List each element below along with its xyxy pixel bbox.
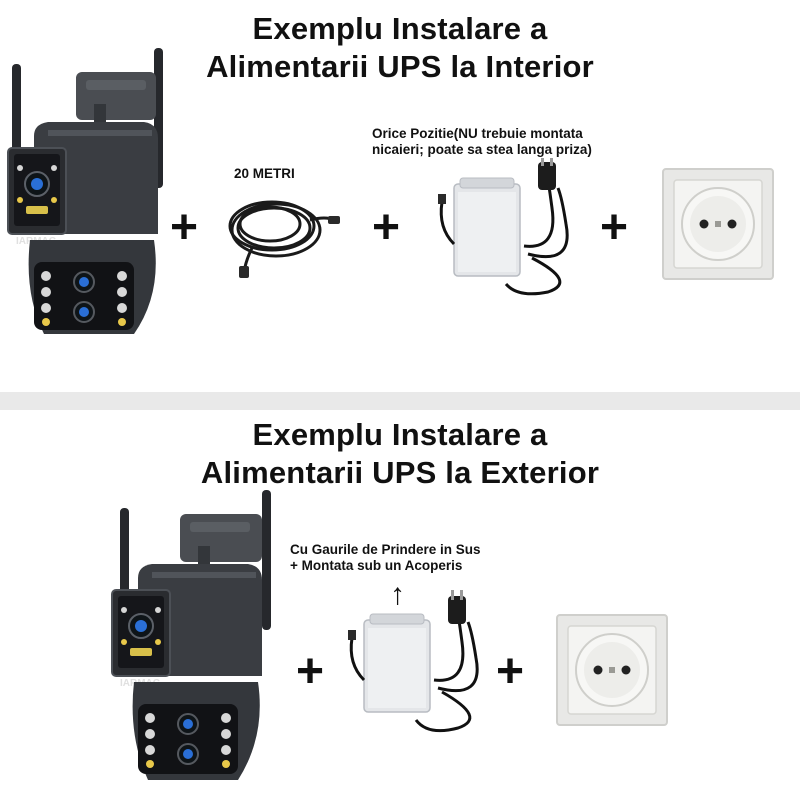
exterior-title-line1: Exemplu Instalare a bbox=[252, 417, 548, 452]
interior-title: Exemplu Instalare a Alimentarii UPS la I… bbox=[0, 10, 800, 86]
exterior-title: Exemplu Instalare a Alimentarii UPS la E… bbox=[0, 416, 800, 492]
cable-image bbox=[222, 190, 342, 280]
plus-sign: + bbox=[371, 201, 401, 254]
ups-mount-note: Cu Gaurile de Prindere in Sus + Montata … bbox=[290, 542, 481, 573]
interior-title-line2: Alimentarii UPS la Interior bbox=[206, 49, 594, 84]
plus-sign: + bbox=[169, 201, 199, 254]
ups-position-note: Orice Pozitie(NU trebuie montata nicaier… bbox=[372, 126, 592, 157]
camera-image: IARMAC bbox=[108, 486, 278, 786]
section-divider bbox=[0, 392, 800, 410]
ups-power-supply-image bbox=[338, 590, 488, 740]
wall-outlet-image bbox=[556, 614, 668, 726]
plus-sign: + bbox=[495, 645, 525, 698]
exterior-installation-panel: Exemplu Instalare a Alimentarii UPS la E… bbox=[0, 410, 800, 800]
interior-title-line1: Exemplu Instalare a bbox=[252, 11, 548, 46]
wall-outlet-image bbox=[662, 168, 774, 280]
camera-image: IARMAC bbox=[4, 44, 174, 344]
interior-installation-panel: Exemplu Instalare a Alimentarii UPS la I… bbox=[0, 0, 800, 392]
exterior-title-line2: Alimentarii UPS la Exterior bbox=[200, 455, 600, 490]
cable-length-label: 20 METRI bbox=[234, 166, 295, 181]
plus-sign: + bbox=[599, 201, 629, 254]
ups-power-supply-image bbox=[428, 158, 578, 302]
arrow-up-icon: ↑ bbox=[390, 578, 405, 611]
plus-sign: + bbox=[295, 645, 325, 698]
